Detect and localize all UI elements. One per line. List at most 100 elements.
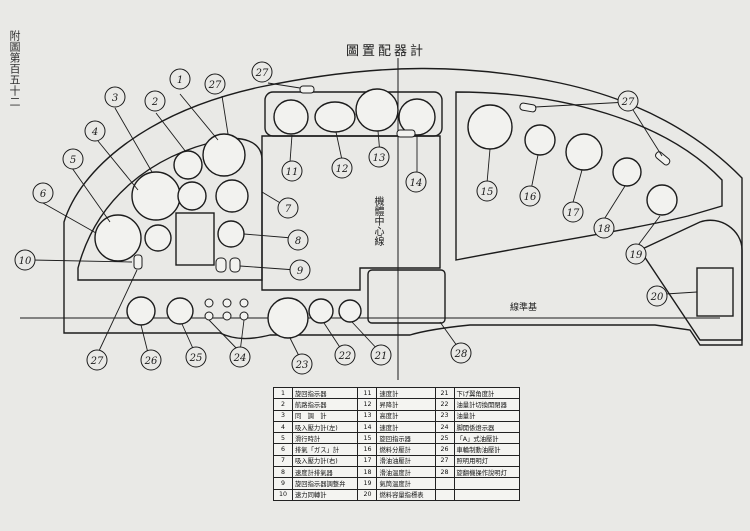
legend-number: 15: [357, 432, 378, 445]
callout-circle: [185, 346, 207, 368]
lower-right-bay: [638, 219, 743, 341]
legend-label: 速度計: [376, 420, 436, 434]
callout-circle: [405, 171, 427, 193]
legend-number: 24: [434, 420, 455, 434]
callout-circle: [334, 344, 356, 366]
callout-number: 12: [336, 164, 349, 175]
legend-number: 23: [434, 409, 455, 422]
centerline-label: 機體中心線: [372, 196, 383, 246]
legend-number: 9: [273, 477, 293, 490]
top-center-pod: [264, 91, 443, 137]
legend-label: 車輪制動油壓計: [453, 443, 520, 456]
callout-number: 11: [286, 167, 299, 178]
dial-8: [217, 220, 245, 248]
lamp-27-right-b: [655, 151, 671, 166]
callout-number: 8: [295, 236, 301, 247]
dial-17: [565, 133, 603, 171]
switch-24a: [204, 298, 214, 308]
legend-label: 吸入壓力計(右): [291, 454, 359, 468]
callout-number: 28: [454, 349, 468, 360]
callout-circle: [84, 120, 106, 142]
dial-15: [467, 104, 513, 150]
dial-5: [215, 179, 249, 213]
switch-24c: [239, 298, 249, 308]
legend-label: 排氣「ガス」計: [291, 443, 359, 456]
dial-16: [524, 124, 556, 156]
callout-number: 22: [338, 351, 352, 362]
callout-number: 6: [40, 189, 47, 200]
callout-circle: [204, 73, 226, 95]
dial-26: [126, 296, 156, 326]
legend-label: [453, 477, 520, 490]
legend-number: 12: [357, 398, 378, 411]
legend-number: 21: [434, 386, 455, 400]
legend-number: 11: [357, 386, 378, 400]
legend-number: 10: [273, 488, 293, 501]
legend-label: 旋回指示器: [376, 432, 436, 445]
right-pod-outline: [455, 91, 723, 261]
center-lower-box: [367, 269, 446, 324]
legend-label: 「A」式油壓計: [453, 432, 520, 445]
legend-number: 8: [273, 466, 293, 479]
dial-23: [267, 297, 309, 339]
callout-number: 14: [410, 178, 423, 189]
callout-circle: [646, 285, 668, 307]
callout-number: 17: [567, 208, 580, 219]
legend-label: 滑行時計: [291, 432, 359, 445]
dial-22: [308, 298, 334, 324]
legend-number: 13: [357, 409, 378, 422]
diagram-title: 圖置配器計: [346, 44, 427, 59]
switch-24f: [239, 311, 249, 321]
legend-number: [434, 488, 455, 501]
legend-label: 速力同轉計: [291, 488, 359, 501]
legend-number: 28: [434, 466, 455, 479]
dial-12: [314, 101, 356, 133]
callout-number: 4: [91, 127, 98, 138]
callout-number: 27: [90, 356, 104, 367]
callout-number: 27: [208, 80, 222, 91]
callout-circle: [287, 229, 309, 251]
callout-circle: [229, 346, 251, 368]
callout-number: 1: [177, 75, 183, 86]
dial-6b: [144, 224, 172, 252]
legend-label: 旋回指示器調整弁: [291, 477, 359, 490]
legend-label: 吸入壓力計(左): [291, 420, 359, 434]
lamp-27-top-center: [396, 129, 416, 138]
legend-number: 26: [434, 443, 455, 456]
callout-circle: [62, 148, 84, 170]
callout-number: 2: [151, 97, 158, 108]
callout-number: 5: [70, 155, 76, 166]
panel-outline: [63, 67, 743, 346]
callout-number: 26: [144, 356, 158, 367]
callout-number: 20: [650, 292, 664, 303]
callout-number: 16: [524, 192, 537, 203]
legend-number: 6: [273, 443, 293, 456]
callout-circle: [289, 259, 311, 281]
callout-number: 15: [481, 187, 494, 198]
dial-13: [355, 88, 399, 132]
callout-number: 3: [112, 93, 118, 104]
legend-label: 油量計: [453, 409, 520, 422]
legend-label: 脚開係燈示器: [453, 420, 520, 434]
fuel-gauge-box: [696, 267, 734, 317]
callout-circle: [86, 349, 108, 371]
legend-number: 17: [357, 454, 378, 468]
legend-label: 昇降計: [376, 398, 436, 411]
legend-label: 油量計切換開閉器: [453, 398, 520, 411]
dial-2: [173, 150, 203, 180]
legend-number: 1: [273, 386, 293, 400]
legend-number: 25: [434, 432, 455, 445]
dial-4: [177, 181, 207, 211]
figure-number-label: 附圖第百五十二: [8, 30, 21, 107]
legend-number: 3: [273, 409, 293, 422]
callout-circle: [251, 61, 273, 83]
callout-number: 21: [374, 351, 388, 362]
